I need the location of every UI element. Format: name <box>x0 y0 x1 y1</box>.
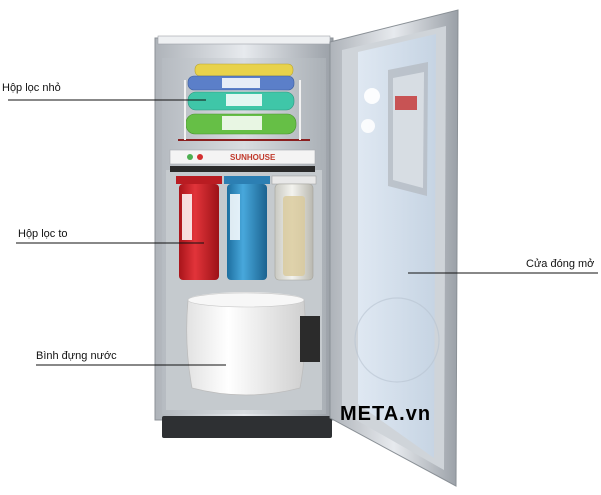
control-panel: SUNHOUSE <box>169 149 316 172</box>
cabinet-base <box>162 416 332 438</box>
label-water-tank: Bình đựng nước <box>36 350 117 362</box>
cabinet-door <box>329 9 459 487</box>
large-filter-set <box>176 175 317 281</box>
indicator-light-green <box>187 154 193 160</box>
small-filter-yellow <box>194 63 294 77</box>
small-filter-set <box>178 63 310 141</box>
watermark: META.vn <box>340 403 431 425</box>
water-tank <box>186 292 320 396</box>
panel-brand: SUNHOUSE <box>230 153 276 162</box>
label-small-filters: Hộp lọc nhỏ <box>2 82 61 94</box>
label-large-filters: Hộp lọc to <box>18 228 68 240</box>
label-door: Cửa đóng mở <box>526 258 595 270</box>
indicator-light-red <box>197 154 203 160</box>
